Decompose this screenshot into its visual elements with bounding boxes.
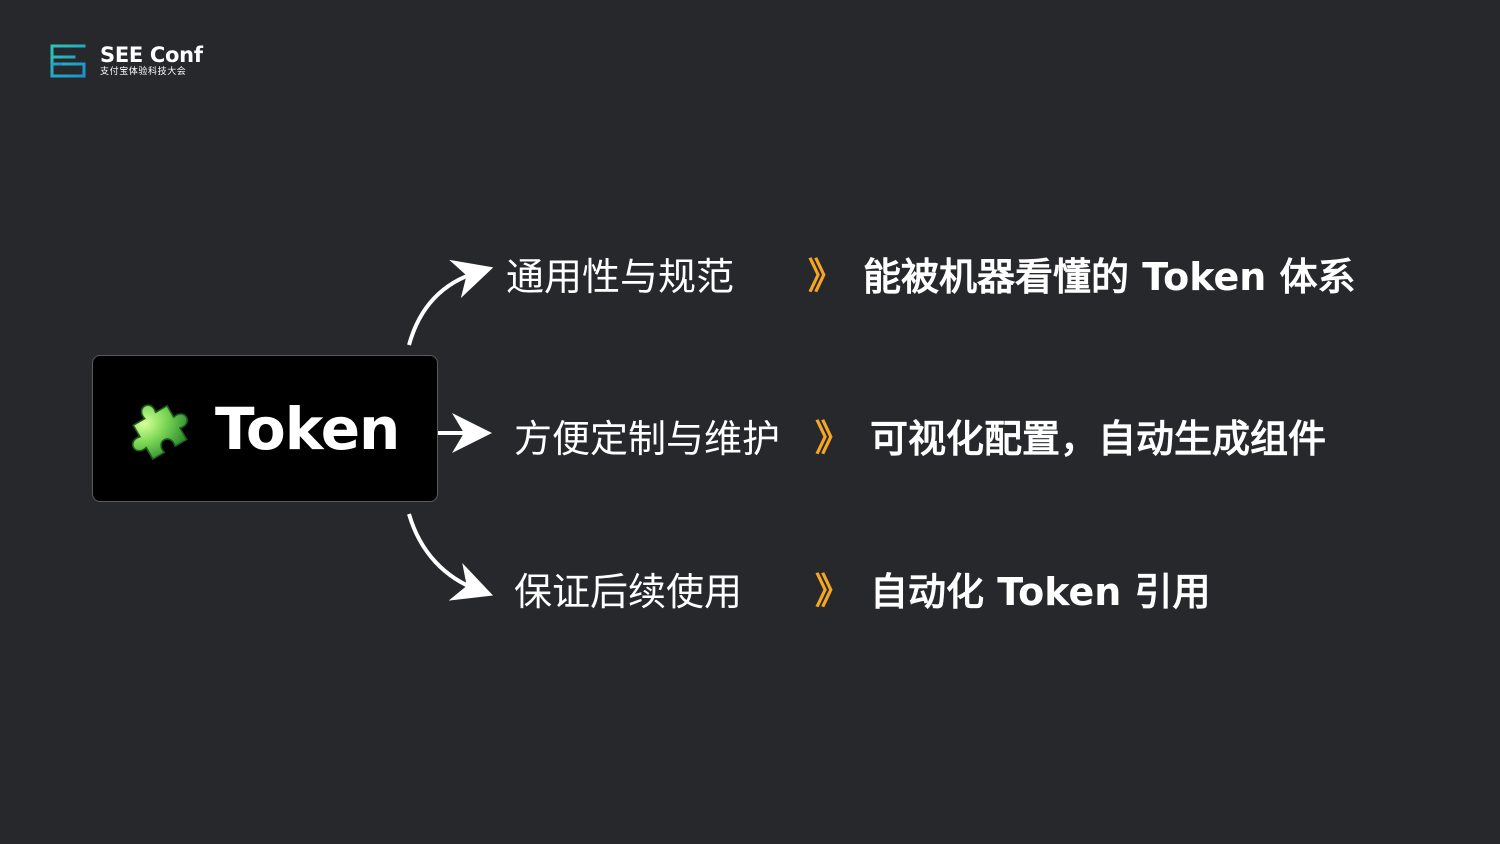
chevron-icon: 》	[815, 571, 852, 612]
row-usage: 保证后续使用 》 自动化 Token 引用	[0, 567, 1500, 617]
token-label: Token	[215, 395, 400, 463]
row-general: 通用性与规范 》 能被机器看懂的 Token 体系	[0, 252, 1500, 302]
arrow-up	[407, 259, 494, 346]
token-card: Token	[92, 355, 438, 502]
puzzle-piece-icon	[131, 404, 188, 461]
row-value: 能被机器看懂的 Token 体系	[863, 255, 1356, 299]
row-value: 可视化配置，自动生成组件	[870, 417, 1327, 461]
row-label: 通用性与规范	[506, 255, 735, 299]
chevron-icon: 》	[815, 418, 852, 459]
logo-title: SEE Conf	[100, 43, 203, 67]
chevron-icon: 》	[808, 256, 845, 297]
arrow-down	[407, 513, 494, 601]
row-label: 方便定制与维护	[514, 417, 781, 461]
see-conf-logo: SEE Conf 支付宝体验科技大会	[50, 42, 220, 82]
row-label: 保证后续使用	[514, 570, 743, 614]
logo-subtitle: 支付宝体验科技大会	[100, 67, 187, 77]
row-customize: 方便定制与维护 》 可视化配置，自动生成组件	[0, 414, 1500, 464]
row-value: 自动化 Token 引用	[870, 570, 1211, 614]
see-conf-logo-icon	[50, 44, 86, 78]
